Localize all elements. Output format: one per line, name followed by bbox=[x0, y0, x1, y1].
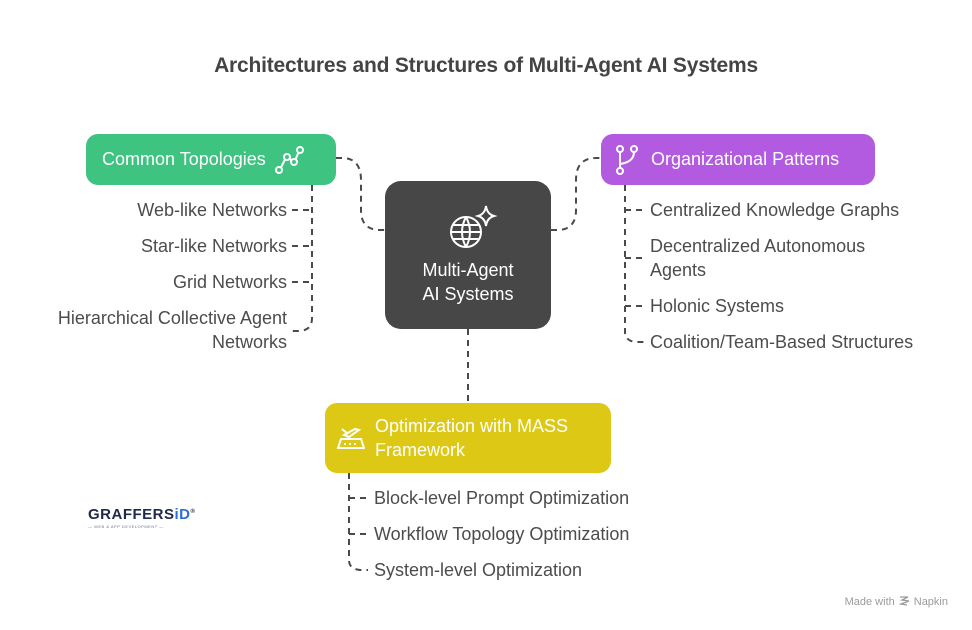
git-branch-icon bbox=[615, 144, 639, 176]
airplane-runway-icon bbox=[337, 425, 365, 451]
list-item: Block-level Prompt Optimization bbox=[374, 488, 630, 508]
line-chart-nodes-icon bbox=[274, 144, 306, 176]
optimization-label: Optimization with MASS Framework bbox=[375, 416, 569, 460]
logo-brand: GRAFFERSiD® bbox=[88, 506, 195, 523]
center-node[interactable]: Multi-Agent AI Systems bbox=[385, 181, 551, 329]
spine-organizational bbox=[624, 185, 644, 343]
organizational-label: Organizational Patterns bbox=[651, 149, 840, 169]
spine-topologies bbox=[292, 185, 313, 332]
list-item: Centralized Knowledge Graphs bbox=[650, 200, 900, 220]
center-label-line1: Multi-Agent bbox=[422, 260, 514, 280]
list-item: Web-like Networks bbox=[137, 200, 287, 220]
logo-brand-main: GRAFFERS bbox=[88, 506, 175, 523]
list-item: Coalition/Team-Based Structures bbox=[650, 332, 914, 352]
list-item-continuation: Agents bbox=[650, 260, 707, 280]
logo-tagline: — WEB & APP DEVELOPMENT — bbox=[88, 524, 164, 529]
center-label-line2: AI Systems bbox=[422, 284, 514, 304]
made-with-label: Made with bbox=[844, 596, 895, 608]
napkin-brand-label: Napkin bbox=[913, 596, 948, 608]
list-item: Grid Networks bbox=[172, 272, 287, 292]
topologies-node[interactable]: Common Topologies bbox=[86, 134, 336, 185]
connector-center-organizational bbox=[551, 157, 601, 231]
made-with-napkin: Made with Napkin bbox=[845, 595, 948, 609]
diagram-title: Architectures and Structures of Multi-Ag… bbox=[214, 54, 758, 77]
logo-registered-mark: ® bbox=[190, 509, 196, 515]
logo-brand-accent: iD bbox=[174, 506, 191, 523]
globe-sparkle-icon bbox=[448, 204, 498, 250]
list-item: System-level Optimization bbox=[374, 560, 583, 580]
topologies-label: Common Topologies bbox=[102, 149, 266, 169]
list-item: Decentralized Autonomous bbox=[650, 236, 866, 256]
connector-topologies-center bbox=[336, 157, 385, 231]
spine-optimization bbox=[348, 473, 368, 571]
organizational-node[interactable]: Organizational Patterns bbox=[601, 134, 875, 185]
list-item: Star-like Networks bbox=[140, 236, 287, 256]
napkin-logo-icon bbox=[898, 595, 910, 609]
list-item: Hierarchical Collective Agent bbox=[57, 308, 287, 328]
graffersid-logo: GRAFFERSiD® — WEB & APP DEVELOPMENT — bbox=[88, 506, 195, 529]
optimization-node[interactable]: Optimization with MASS Framework bbox=[325, 403, 611, 473]
list-item-continuation: Networks bbox=[211, 332, 287, 352]
list-item: Workflow Topology Optimization bbox=[374, 524, 630, 544]
list-item: Holonic Systems bbox=[650, 296, 785, 316]
